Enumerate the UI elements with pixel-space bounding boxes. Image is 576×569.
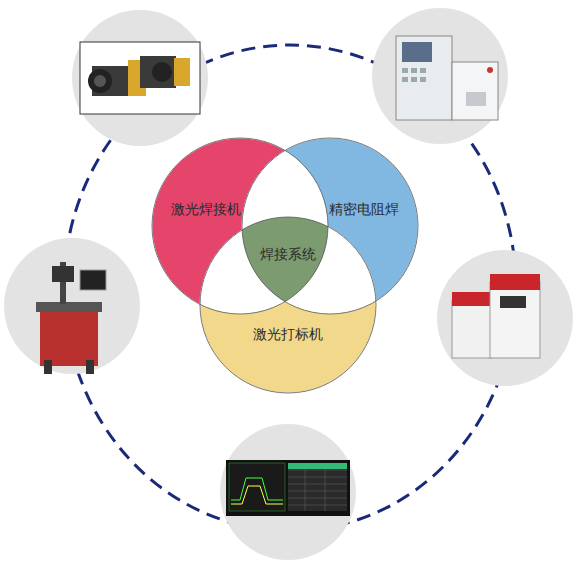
region-label: 激光焊接机 <box>171 201 241 219</box>
region-label: 焊接系统 <box>260 246 316 264</box>
venn-circles <box>152 138 418 393</box>
venn-center <box>200 217 376 393</box>
laser-welder-circle: 激光焊接机 <box>160 195 252 225</box>
laser-marker-circle: 激光打标机 <box>240 320 336 350</box>
laser-welder-photo <box>452 274 540 358</box>
camera-photo <box>80 42 200 114</box>
region-label: 激光打标机 <box>253 326 323 344</box>
monitor-photo <box>226 460 350 516</box>
laser-marker-photo <box>36 262 106 374</box>
resistance-weld-circle: 精密电阻焊 <box>318 195 410 225</box>
resistance-welder-photo <box>396 36 498 120</box>
welding-system-center: 焊接系统 <box>246 240 330 270</box>
photo-circles <box>4 8 573 560</box>
region-label: 精密电阻焊 <box>329 201 399 219</box>
